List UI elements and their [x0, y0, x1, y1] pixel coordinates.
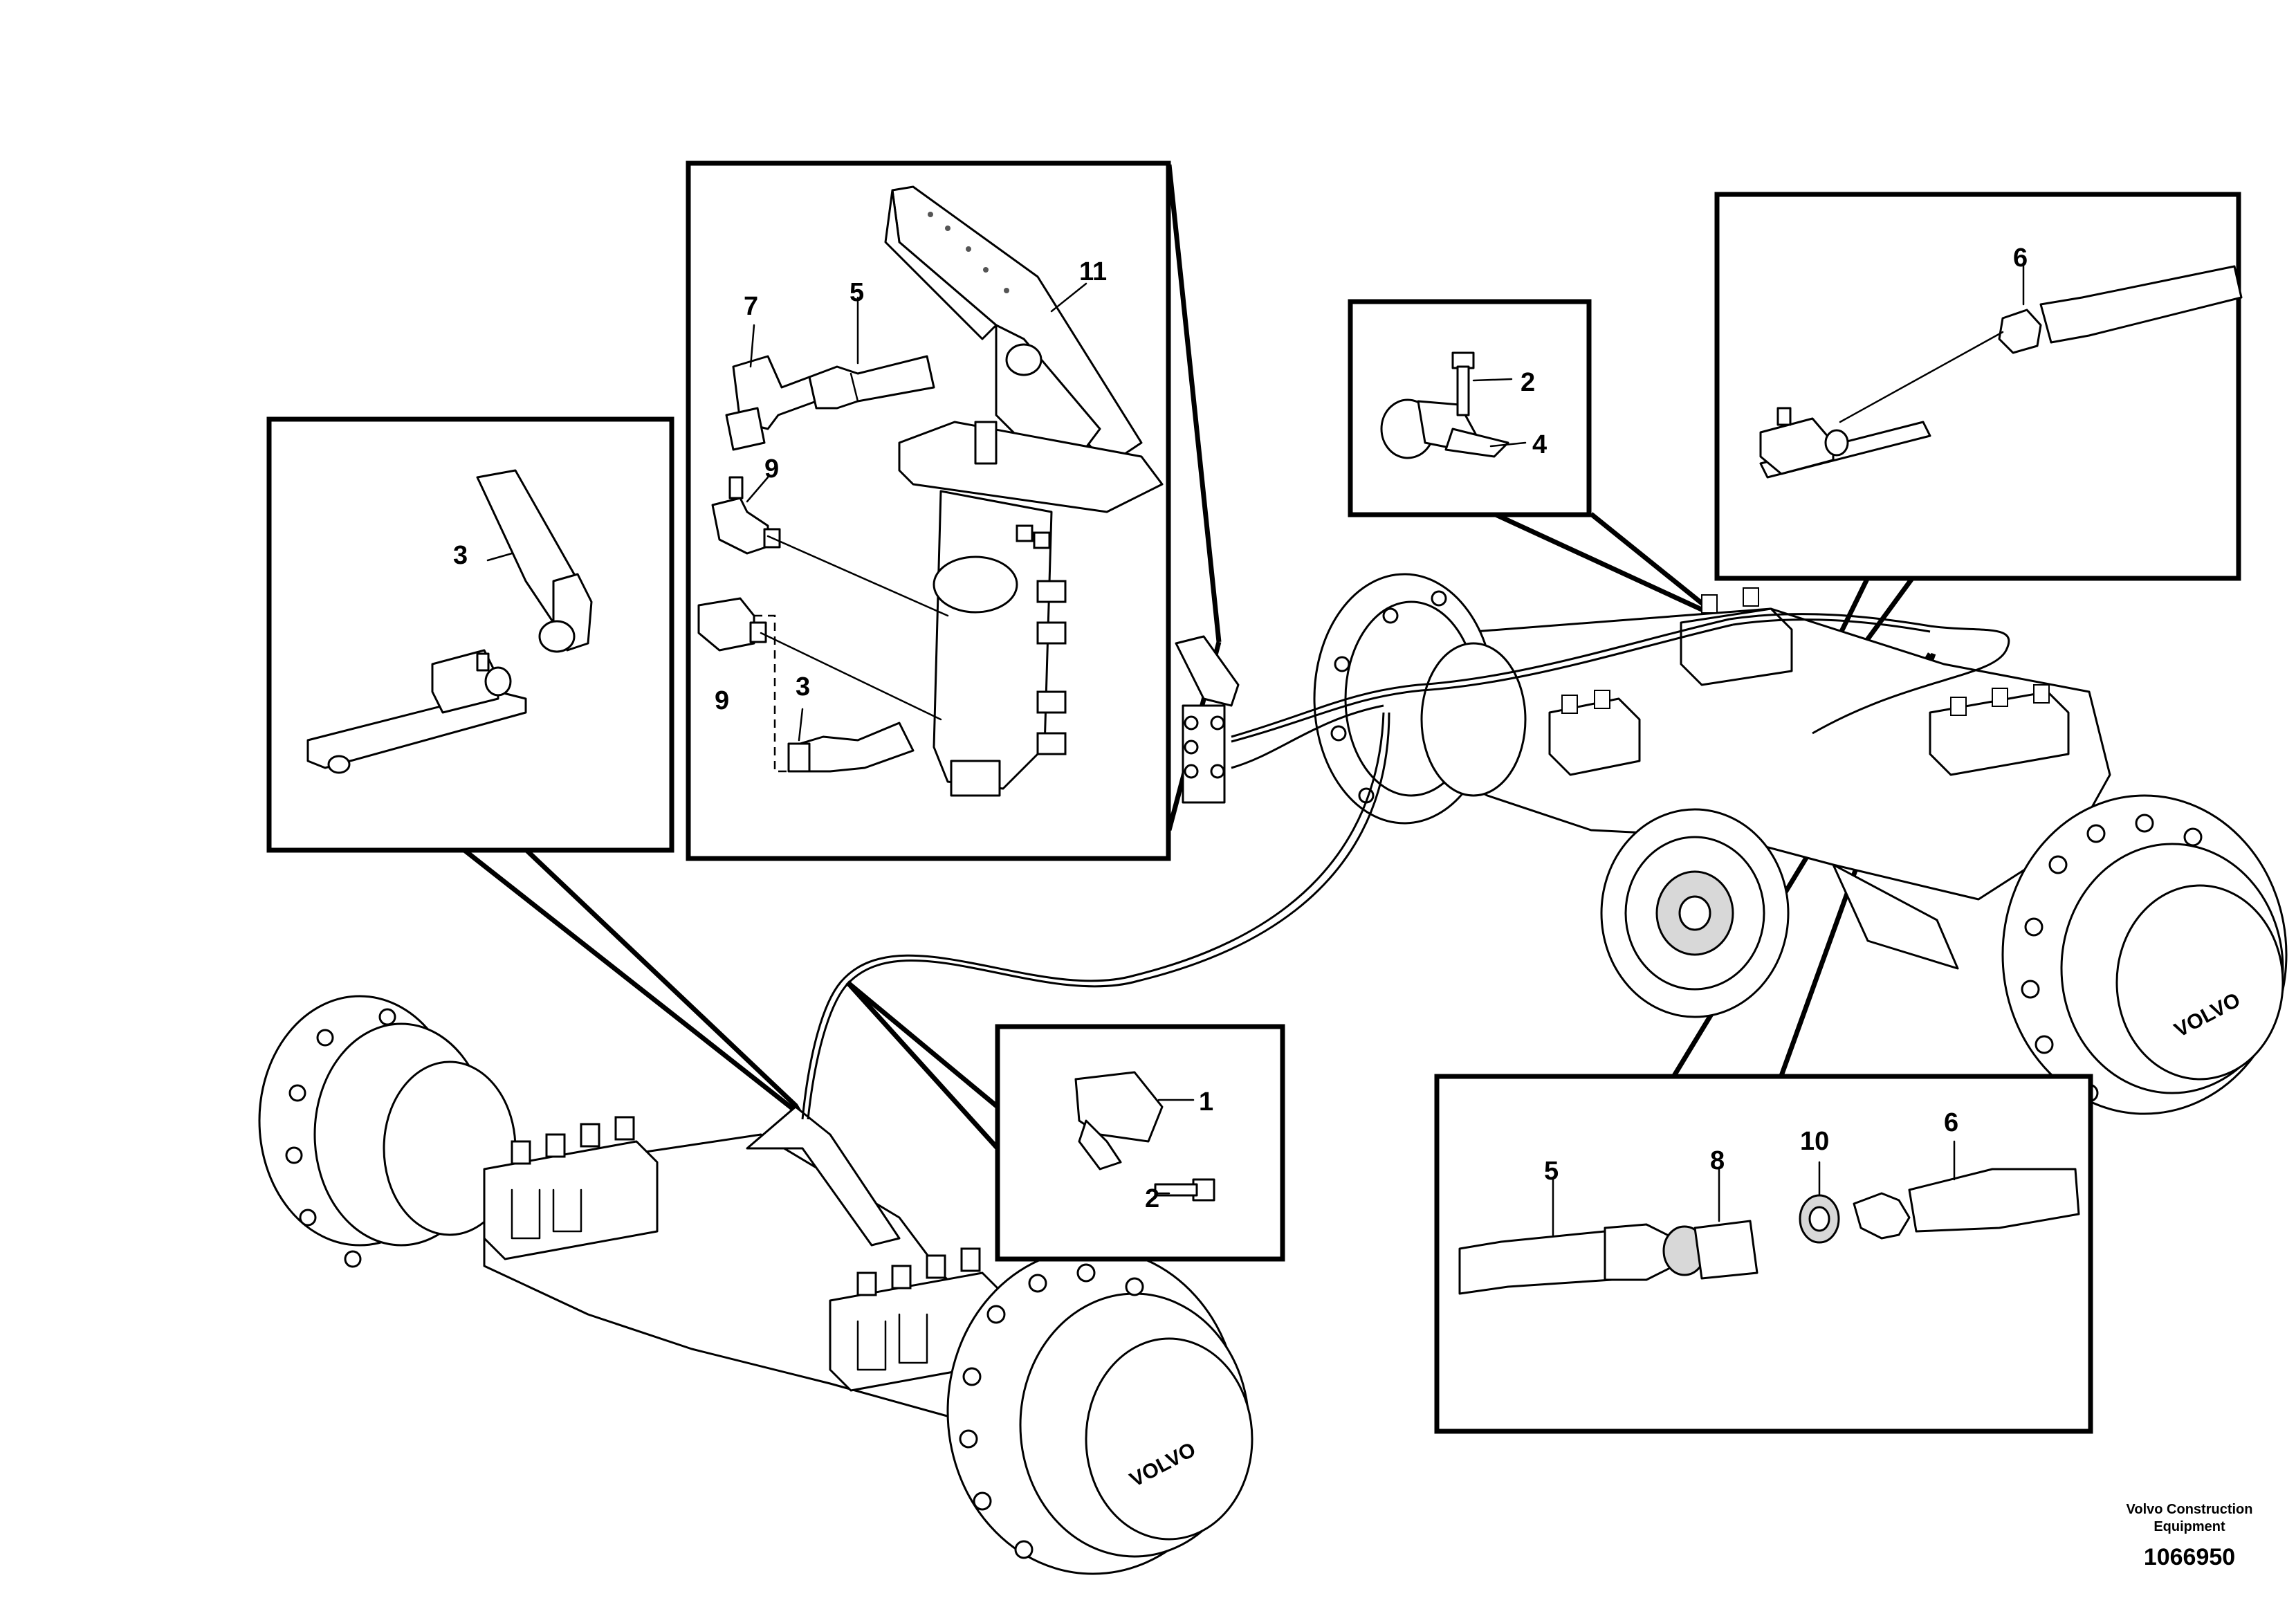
callout-3-left: 3	[453, 541, 468, 570]
detail-box-coupling: 5 8 10 6	[1434, 1074, 2093, 1434]
detail-box-left-hose: 3	[266, 416, 674, 853]
callout-10-coupling: 10	[1800, 1127, 1829, 1156]
callout-3-pedal: 3	[796, 672, 810, 701]
callout-6-coupling: 6	[1944, 1108, 1958, 1137]
detail-box-clip: 2 4	[1348, 299, 1592, 517]
detail-box-bracket: 1 2	[995, 1024, 1285, 1262]
detail-box-hose-6: 6	[1714, 192, 2243, 581]
callout-2-bracket: 2	[1145, 1184, 1159, 1213]
drawing-footer: Volvo Construction Equipment 1066950	[2127, 1502, 2253, 1570]
company-name-line2: Equipment	[2153, 1519, 2225, 1534]
front-axle: VOLVO	[258, 995, 1253, 1575]
callout-2-clip: 2	[1521, 368, 1535, 397]
drawing-number: 1066950	[2144, 1544, 2235, 1570]
company-name-line1: Volvo Construction	[2127, 1502, 2253, 1517]
callout-8-coupling: 8	[1710, 1146, 1725, 1175]
callout-9-bottom: 9	[715, 686, 729, 715]
rear-axle: VOLVO	[1313, 573, 2288, 1115]
brake-valve-small	[1175, 635, 1240, 804]
callout-5: 5	[849, 278, 864, 307]
callout-5-coupling: 5	[1544, 1157, 1559, 1186]
brake-lines	[801, 613, 2010, 1120]
callout-6-top: 6	[2013, 244, 2028, 273]
callout-11: 11	[1079, 257, 1107, 286]
callout-1-bracket: 1	[1199, 1087, 1213, 1117]
detail-box-brake-pedal: 11 7 5 9 9 3	[686, 160, 1171, 861]
callout-9-top: 9	[764, 454, 779, 484]
callout-7: 7	[744, 292, 758, 321]
callout-4-clip: 4	[1532, 430, 1547, 459]
